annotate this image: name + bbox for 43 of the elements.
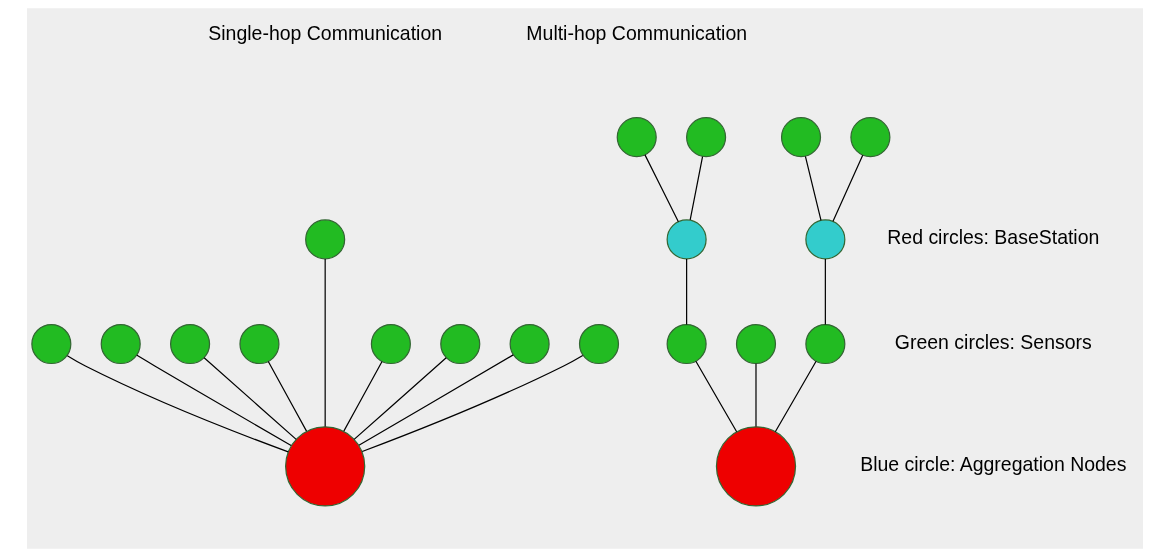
- node-circle: [509, 323, 550, 365]
- connector: [358, 354, 514, 446]
- node-circle: [440, 323, 481, 365]
- node-circle: [780, 117, 822, 158]
- node-circle: [578, 323, 620, 365]
- connector: [203, 357, 297, 441]
- connector: [136, 354, 292, 447]
- connector: [824, 258, 826, 326]
- connector: [353, 357, 447, 441]
- label: Red circles: BaseStation: [887, 226, 1100, 248]
- connector: [695, 360, 738, 433]
- connector: [755, 363, 757, 428]
- connector: [343, 360, 383, 432]
- node-circle: [370, 323, 411, 365]
- node-circle: [285, 426, 366, 507]
- node-circle: [805, 219, 846, 260]
- node-circle: [616, 117, 657, 158]
- node-circle: [239, 323, 280, 365]
- node-circle: [305, 219, 346, 260]
- node-circle: [686, 117, 727, 158]
- connector: [689, 155, 704, 221]
- connector: [66, 355, 289, 453]
- connector: [804, 155, 822, 221]
- connector: [324, 258, 326, 428]
- node-circle: [715, 426, 797, 507]
- connector: [686, 258, 688, 326]
- node-circle: [850, 117, 891, 158]
- connector: [832, 154, 864, 222]
- node-circle: [735, 323, 777, 365]
- node-circle: [170, 323, 211, 365]
- label: Blue circle: Aggregation Nodes: [860, 452, 1127, 475]
- node-circle: [666, 219, 707, 260]
- node-circle: [31, 323, 72, 365]
- connector: [644, 154, 679, 223]
- node-circle: [666, 323, 707, 365]
- label: Green circles: Sensors: [894, 330, 1092, 353]
- connector: [774, 360, 817, 433]
- node-circle: [805, 323, 846, 365]
- connector: [361, 354, 584, 453]
- connector: [267, 360, 308, 432]
- label: Multi-hop Communication: [526, 21, 748, 44]
- node-circle: [100, 323, 141, 365]
- label: Single-hop Communication: [208, 21, 443, 44]
